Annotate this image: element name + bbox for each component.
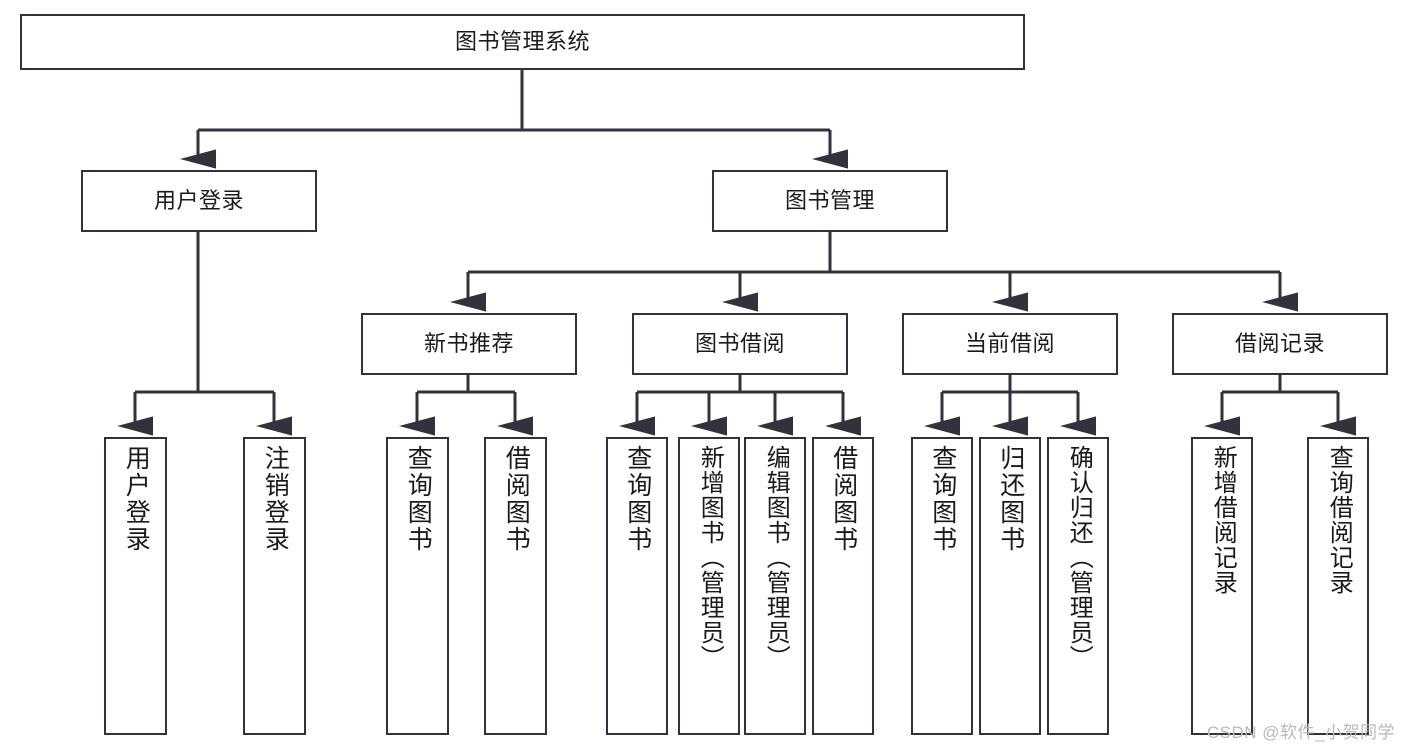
leaf-query-book-borrow-label: 查询图书 [623, 445, 652, 553]
leaf-return-book-label: 归还图书 [996, 445, 1025, 553]
node-current-borrow[interactable]: 当前借阅 [902, 313, 1118, 375]
node-current-borrow-label: 当前借阅 [964, 331, 1055, 357]
node-root-system[interactable]: 图书管理系统 [20, 14, 1025, 70]
leaf-add-book-admin-label: 新增图书（管理员） [696, 445, 724, 670]
leaf-add-book-admin[interactable]: 新增图书（管理员） [678, 437, 740, 735]
leaf-query-book-current-label: 查询图书 [928, 445, 957, 553]
leaf-add-borrow-record-label: 新增借阅记录 [1209, 445, 1237, 595]
leaf-confirm-return-admin[interactable]: 确认归还（管理员） [1047, 437, 1109, 735]
node-user-login-label: 用户登录 [153, 188, 244, 214]
leaf-edit-book-admin[interactable]: 编辑图书（管理员） [744, 437, 806, 735]
node-new-book-recommend[interactable]: 新书推荐 [361, 313, 577, 375]
leaf-borrow-book-label: 借阅图书 [829, 445, 858, 553]
node-new-book-recommend-label: 新书推荐 [423, 331, 514, 357]
leaf-borrow-book[interactable]: 借阅图书 [812, 437, 874, 735]
leaf-query-book-current[interactable]: 查询图书 [911, 437, 973, 735]
node-borrow-record-label: 借阅记录 [1234, 331, 1325, 357]
leaf-query-book-recommend-label: 查询图书 [404, 445, 433, 553]
leaf-borrow-book-recommend[interactable]: 借阅图书 [484, 437, 547, 735]
leaf-logout-label: 注销登录 [261, 445, 290, 553]
node-book-management[interactable]: 图书管理 [712, 170, 948, 232]
leaf-logout[interactable]: 注销登录 [243, 437, 306, 735]
leaf-query-borrow-record-label: 查询借阅记录 [1325, 445, 1353, 595]
leaf-user-login[interactable]: 用户登录 [104, 437, 167, 735]
leaf-confirm-return-admin-label: 确认归还（管理员） [1065, 445, 1093, 670]
leaf-query-book-borrow[interactable]: 查询图书 [606, 437, 668, 735]
node-book-borrow-label: 图书借阅 [694, 331, 785, 357]
watermark: CSDN @软件_小贺同学 [1206, 723, 1395, 742]
leaf-user-login-label: 用户登录 [122, 445, 151, 553]
node-book-borrow[interactable]: 图书借阅 [632, 313, 848, 375]
leaf-add-borrow-record[interactable]: 新增借阅记录 [1191, 437, 1253, 735]
leaf-edit-book-admin-label: 编辑图书（管理员） [762, 445, 790, 670]
node-root-system-label: 图书管理系统 [454, 29, 590, 55]
leaf-borrow-book-recommend-label: 借阅图书 [502, 445, 531, 553]
node-book-management-label: 图书管理 [784, 188, 875, 214]
node-user-login[interactable]: 用户登录 [81, 170, 317, 232]
leaf-query-borrow-record[interactable]: 查询借阅记录 [1307, 437, 1369, 735]
leaf-query-book-recommend[interactable]: 查询图书 [386, 437, 449, 735]
node-borrow-record[interactable]: 借阅记录 [1172, 313, 1388, 375]
leaf-return-book[interactable]: 归还图书 [979, 437, 1041, 735]
